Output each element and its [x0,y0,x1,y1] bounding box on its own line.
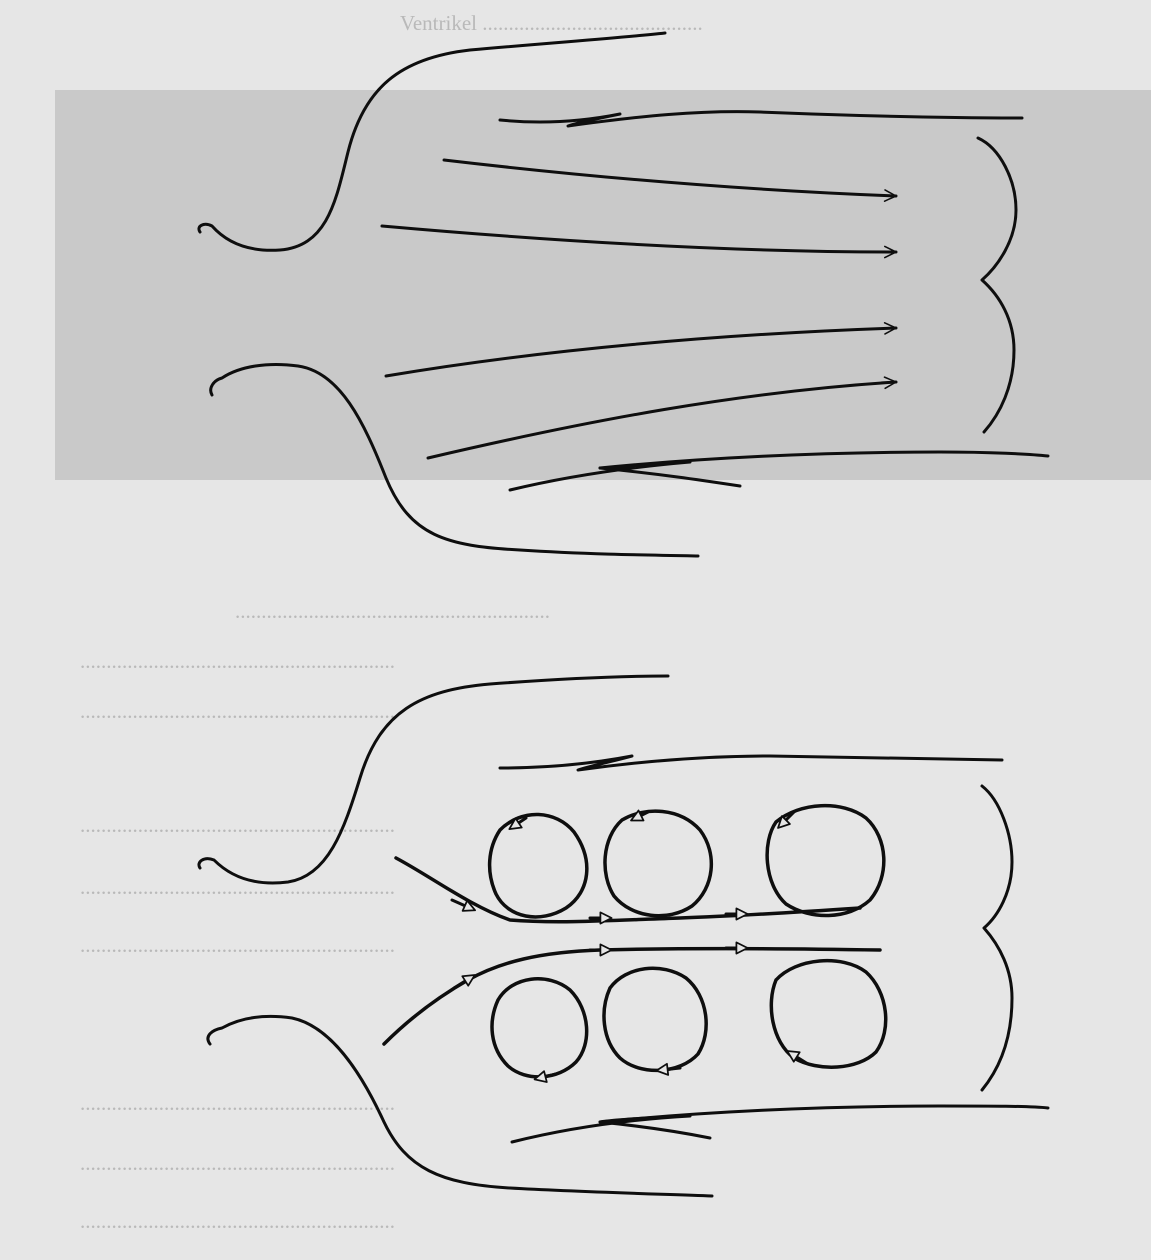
central-jet-upper [396,858,860,922]
ghost-line: ........................................… [80,649,395,673]
vortex-circle [605,811,711,916]
ghost-line: ........................................… [80,875,395,899]
jet-arrowhead [454,978,470,988]
inner-wall-bottom-right [600,1106,1048,1122]
vortex-arrowhead [662,1068,680,1070]
vortex-circle [771,961,885,1068]
ghost-line: ........................................… [235,599,550,623]
vortex-row-bottom [492,961,886,1078]
vortex-circle [492,979,587,1077]
ghost-line: ........................................… [80,933,395,957]
inner-leaflet-top [500,756,1002,770]
ghost-line: ........................................… [80,1209,395,1233]
vortex-arrowhead [540,1074,556,1078]
ghost-line: ........................................… [80,699,395,723]
ghost-line: ........................................… [80,1091,395,1115]
ghost-line: Ventrikel ..............................… [400,11,703,35]
vortex-circle [490,814,587,916]
outlet-cusp [982,786,1012,1090]
vortex-row-top [490,806,884,917]
vortex-circle [604,968,706,1070]
ghost-line: ........................................… [80,1151,395,1175]
